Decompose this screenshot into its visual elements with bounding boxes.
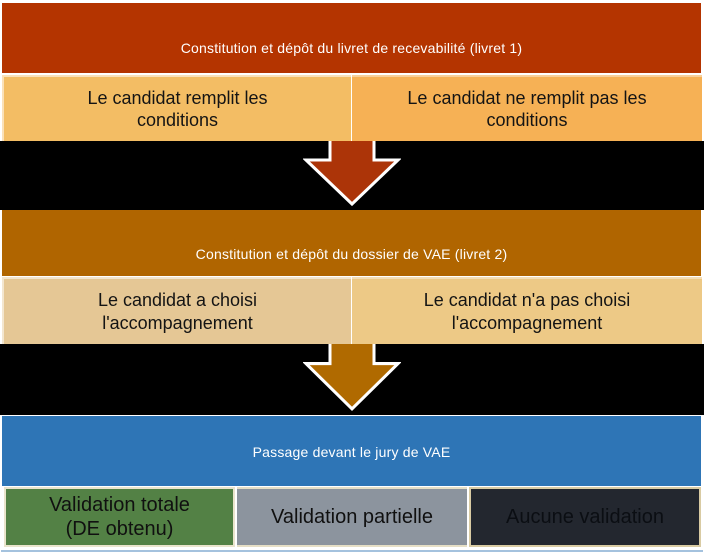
- outcome-aucune-validation: Aucune validation: [469, 487, 701, 547]
- option-ne-remplit-pas-conditions: Le candidat ne remplit pas les condition…: [352, 75, 702, 141]
- option-accompagnement-choisi-label: Le candidat a choisi l'accompagnement: [97, 290, 258, 333]
- section-header-livret1: Constitution et dépôt du livret de recev…: [2, 3, 701, 73]
- section-header-livret2: Constitution et dépôt du dossier de VAE …: [2, 210, 701, 276]
- section-header-livret1-label: Constitution et dépôt du livret de recev…: [180, 40, 523, 56]
- outcome-validation-totale-label: Validation totale (DE obtenu): [49, 494, 190, 540]
- option-remplit-conditions: Le candidat remplit les conditions: [2, 75, 351, 141]
- option-remplit-conditions-label: Le candidat remplit les conditions: [87, 87, 268, 131]
- outcome-validation-totale: Validation totale (DE obtenu): [4, 487, 235, 547]
- outcome-validation-partielle-label: Validation partielle: [271, 506, 433, 528]
- arrow-band-2: [0, 344, 704, 415]
- section-header-jury: Passage devant le jury de VAE: [2, 416, 701, 486]
- arrow-band-1: [0, 141, 704, 210]
- outcome-validation-partielle: Validation partielle: [237, 487, 467, 547]
- option-ne-remplit-pas-conditions-label: Le candidat ne remplit pas les condition…: [407, 87, 647, 131]
- option-accompagnement-non-choisi: Le candidat n'a pas choisi l'accompagnem…: [352, 277, 702, 344]
- section-border-strip: [1, 550, 703, 552]
- down-arrow-icon: [303, 344, 401, 412]
- option-accompagnement-choisi: Le candidat a choisi l'accompagnement: [2, 277, 351, 344]
- down-arrow-icon: [303, 141, 401, 207]
- outcome-aucune-validation-label: Aucune validation: [506, 506, 664, 528]
- section-header-jury-label: Passage devant le jury de VAE: [252, 444, 451, 460]
- option-accompagnement-non-choisi-label: Le candidat n'a pas choisi l'accompagnem…: [423, 290, 631, 333]
- section-header-livret2-label: Constitution et dépôt du dossier de VAE …: [195, 246, 508, 262]
